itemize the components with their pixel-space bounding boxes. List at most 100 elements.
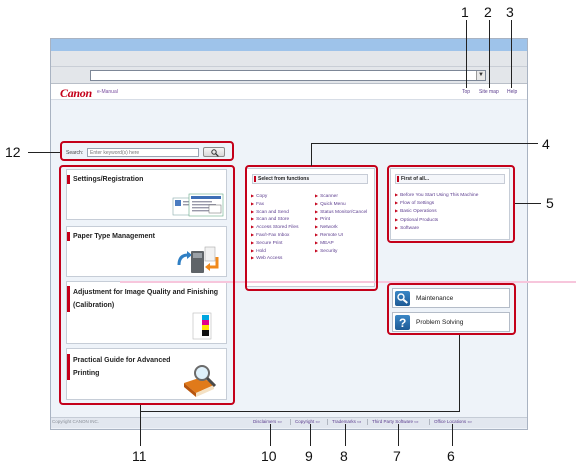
- arrow-icon: ▶: [251, 239, 255, 245]
- function-link[interactable]: ▶Print: [315, 215, 330, 223]
- callout-line-2: [489, 20, 490, 88]
- address-input[interactable]: [90, 70, 486, 81]
- link-label: Before You Start Using This Machine: [400, 193, 479, 198]
- link-label: Fax/I-Fax Inbox: [256, 233, 290, 238]
- link-label: Status Monitor/Cancel: [320, 209, 368, 215]
- problem-solving-label: Problem Solving: [416, 319, 464, 326]
- maintenance-button[interactable]: Maintenance: [392, 288, 510, 308]
- first-of-all-link[interactable]: ▶Flow of Settings: [395, 199, 434, 207]
- copyright-text: Copyright CANON INC.: [52, 419, 100, 424]
- arrow-icon: ▶: [315, 208, 319, 214]
- footer-link-third-party-software[interactable]: Third Party Software ▭: [372, 419, 419, 424]
- card-title: Settings/Registration: [67, 175, 225, 184]
- callout-number: 1: [461, 4, 469, 20]
- question-icon: ?: [395, 315, 410, 330]
- search-label: Search:: [66, 150, 84, 156]
- arrow-icon: ▶: [315, 239, 319, 245]
- first-of-all-link[interactable]: ▶Optional Products: [395, 216, 438, 224]
- callout-line-11v: [459, 335, 460, 412]
- arrow-icon: ▶: [251, 232, 255, 237]
- callout-number: 6: [447, 448, 455, 464]
- arrow-icon: ▶: [315, 224, 319, 230]
- arrow-icon: ▶: [251, 200, 255, 206]
- top-link[interactable]: Top: [462, 89, 471, 95]
- callout-number: 11: [132, 448, 147, 464]
- footer-link-trademarks[interactable]: Trademarks ▭: [332, 419, 362, 424]
- callout-line-8: [345, 424, 346, 446]
- callout-line-11h: [140, 411, 460, 412]
- arrow-icon: ▶: [251, 193, 255, 198]
- function-link[interactable]: ▶Scan and Send: [251, 208, 289, 216]
- svg-text:?: ?: [399, 316, 406, 330]
- settings-screens-icon: [172, 193, 224, 217]
- arrow-icon: ▶: [395, 224, 399, 230]
- callout-line-4: [311, 143, 312, 166]
- footer-link-disclaimers[interactable]: Disclaimers ▭: [253, 419, 282, 424]
- function-link[interactable]: ▶Status Monitor/Cancel: [315, 208, 367, 216]
- function-link[interactable]: ▶Hold: [251, 247, 266, 255]
- function-link[interactable]: ▶Fax/I-Fax Inbox: [251, 231, 289, 239]
- card-title: Practical Guide for Advanced Printing: [67, 354, 177, 380]
- search-icon: [211, 149, 219, 157]
- arrow-icon: ▶: [315, 216, 319, 222]
- callout-line-1: [466, 20, 467, 88]
- link-label: Scanner: [320, 194, 338, 199]
- problem-solving-button[interactable]: ? Problem Solving: [392, 312, 510, 332]
- function-link[interactable]: ▶Secure Print: [251, 239, 282, 247]
- link-label: Flow of Settings: [400, 201, 435, 207]
- function-link[interactable]: ▶Quick Menu: [315, 200, 346, 208]
- site-map-link[interactable]: Site map: [479, 89, 499, 95]
- footer-link-office-locations[interactable]: Office Locations ▭: [434, 419, 472, 424]
- first-of-all-link[interactable]: ▶Basic Operations: [395, 207, 437, 215]
- first-of-all-link[interactable]: ▶Software: [395, 224, 419, 232]
- function-link[interactable]: ▶Copy: [251, 192, 267, 200]
- function-link[interactable]: ▶Scan and Store: [251, 215, 289, 223]
- function-link[interactable]: ▶Security: [315, 247, 337, 255]
- callout-number: 5: [546, 195, 554, 211]
- product-name: e-Manual: [97, 89, 118, 95]
- link-label: Software: [400, 225, 420, 231]
- card-practical-guide[interactable]: Practical Guide for Advanced Printing: [66, 348, 227, 400]
- help-link[interactable]: Help: [507, 89, 518, 95]
- search-button[interactable]: [203, 147, 225, 157]
- callout-number: 8: [340, 448, 348, 464]
- function-link[interactable]: ▶Remote UI: [315, 231, 343, 239]
- footer-separator: [367, 419, 368, 425]
- callout-number: 9: [305, 448, 313, 464]
- callout-number: 12: [5, 144, 21, 160]
- link-label: MEAP: [320, 240, 334, 246]
- link-label: Remote UI: [320, 233, 344, 238]
- link-label: Fax: [256, 201, 265, 207]
- function-link[interactable]: ▶MEAP: [315, 239, 334, 247]
- address-dropdown-icon[interactable]: ▼: [476, 71, 485, 80]
- link-label: Web Access: [256, 256, 283, 262]
- function-link[interactable]: ▶Network: [315, 223, 338, 231]
- callout-box-cards: [59, 165, 235, 405]
- color-calibration-icon: [192, 312, 212, 340]
- function-link[interactable]: ▶Fax: [251, 200, 264, 208]
- link-label: Scan and Store: [256, 217, 290, 223]
- footer-link-copyright[interactable]: Copyright ▭: [295, 419, 320, 424]
- arrow-icon: ▶: [395, 208, 399, 214]
- callout-line-12: [28, 152, 60, 153]
- link-label: Access Stored Files: [256, 225, 299, 231]
- search-input[interactable]: [87, 148, 199, 157]
- maintenance-label: Maintenance: [416, 295, 454, 302]
- arrow-icon: ▶: [251, 216, 255, 222]
- callout-number: 10: [261, 448, 277, 464]
- card-paper-type-management[interactable]: Paper Type Management: [66, 226, 227, 277]
- card-title: Paper Type Management: [67, 232, 225, 241]
- link-label: Network: [320, 225, 338, 231]
- arrow-icon: ▶: [395, 192, 399, 197]
- link-label: Security: [320, 248, 338, 254]
- card-settings-registration[interactable]: Settings/Registration: [66, 169, 227, 220]
- function-link[interactable]: ▶Access Stored Files: [251, 223, 298, 231]
- callout-box-first: [387, 165, 515, 243]
- callout-number: 7: [393, 448, 401, 464]
- function-link[interactable]: ▶Web Access: [251, 254, 282, 262]
- callout-line-5: [515, 203, 541, 204]
- callout-line-3: [511, 20, 512, 88]
- function-link[interactable]: ▶Scanner: [315, 192, 338, 200]
- first-of-all-link[interactable]: ▶Before You Start Using This Machine: [395, 191, 478, 199]
- link-label: Secure Print: [256, 240, 283, 246]
